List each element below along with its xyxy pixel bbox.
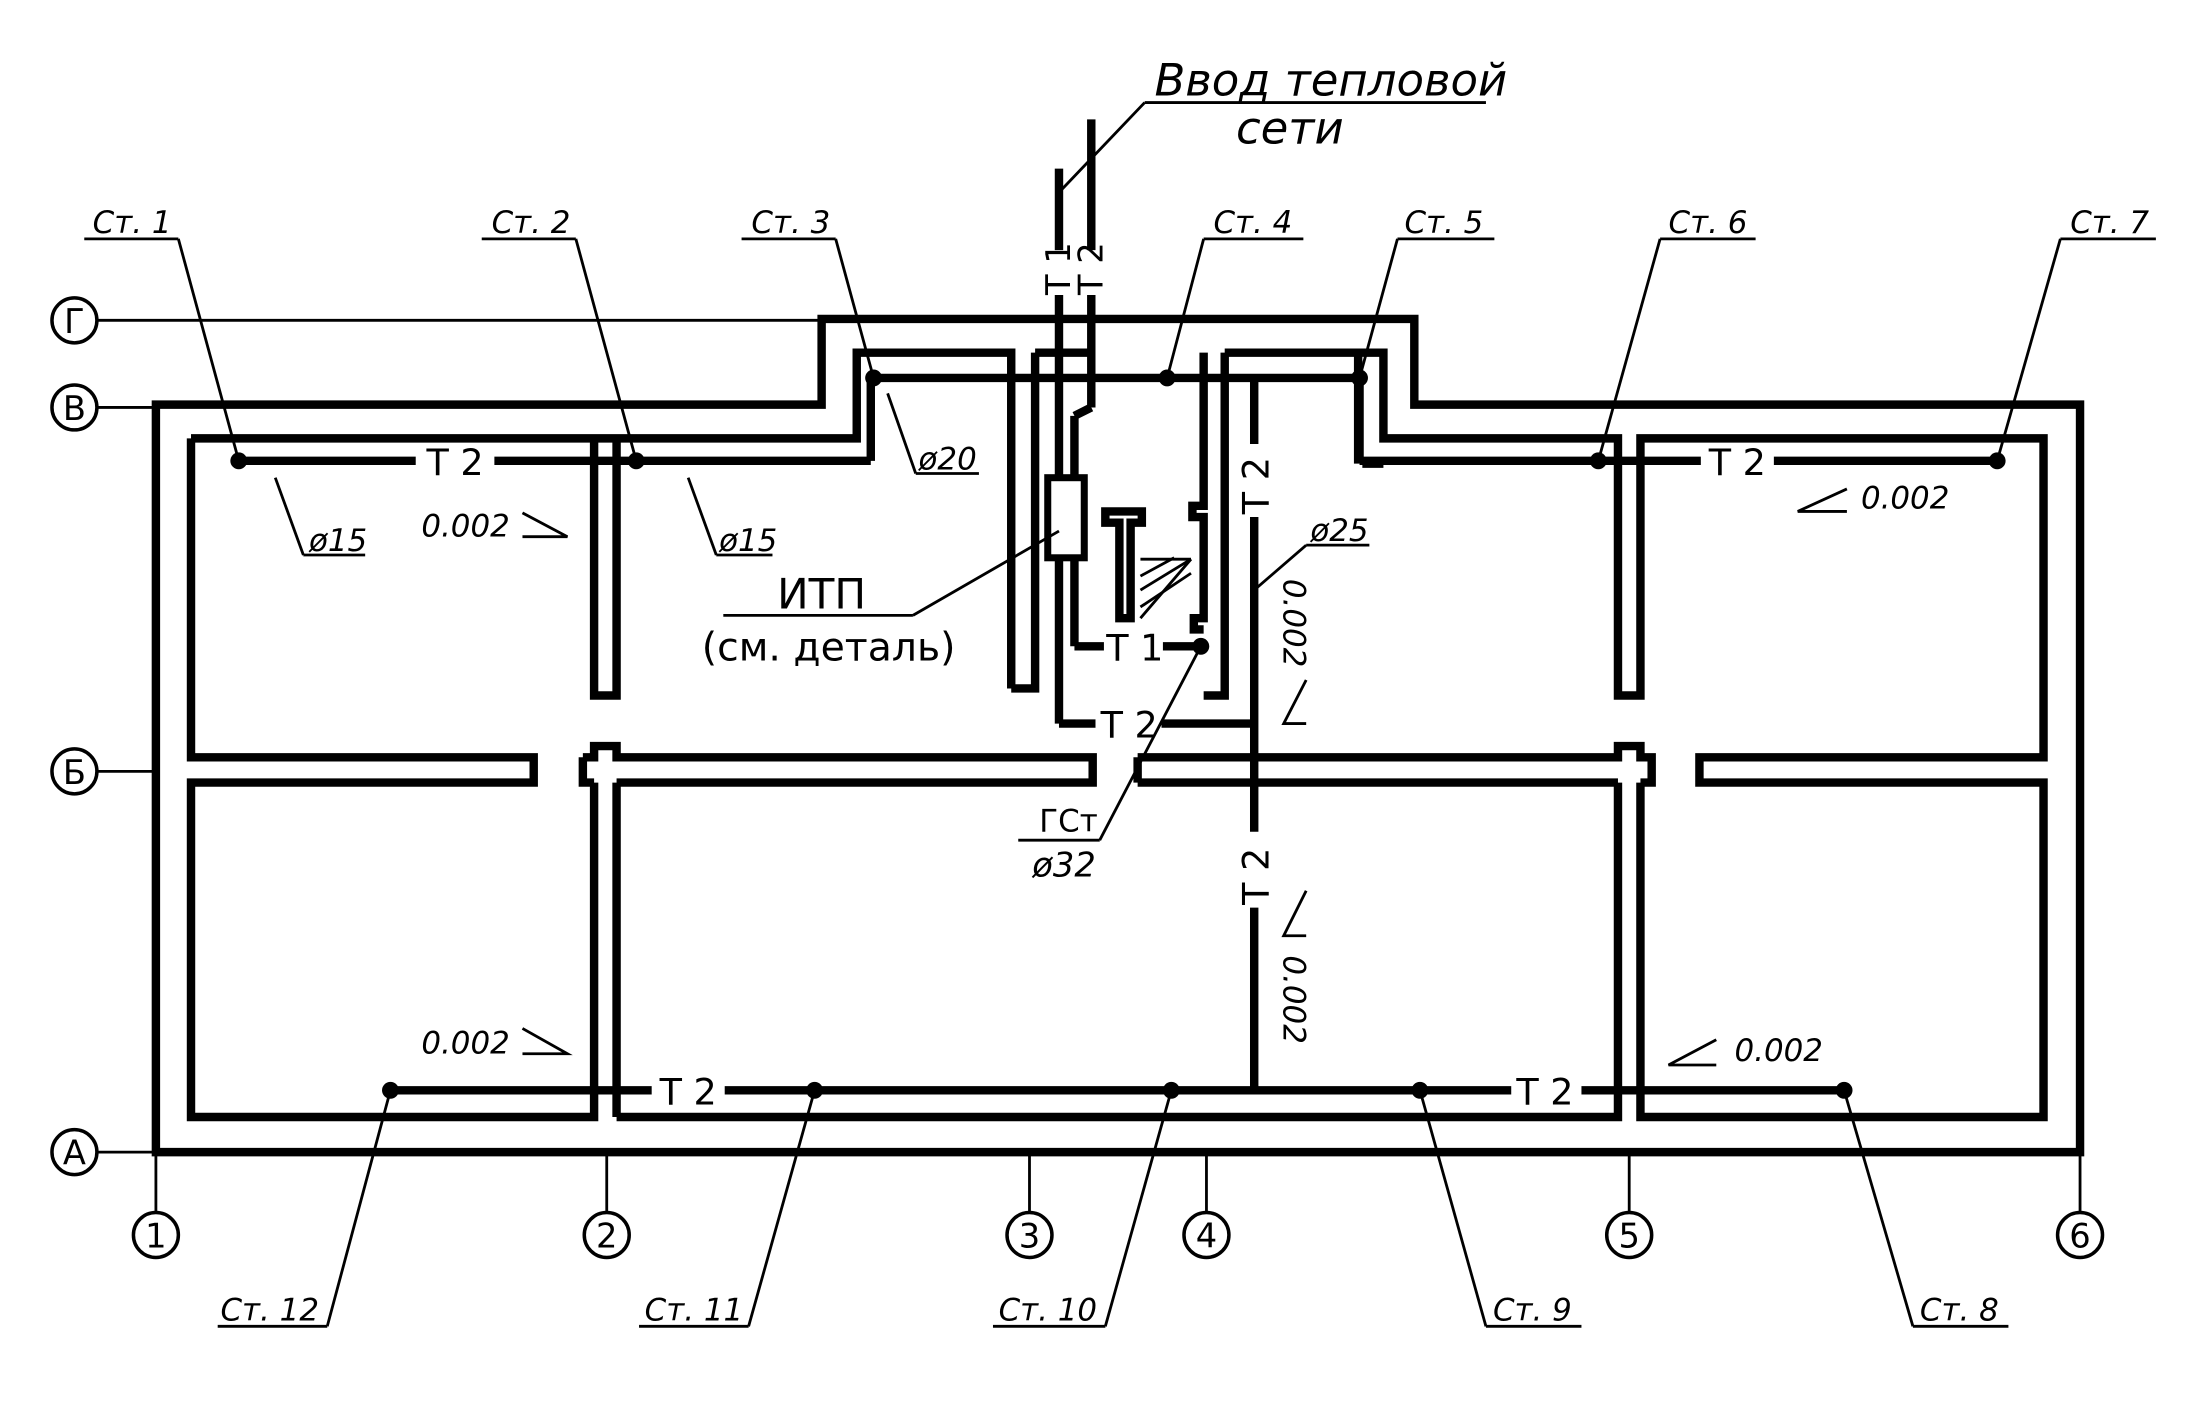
- svg-text:1: 1: [145, 1217, 166, 1256]
- svg-text:Б: Б: [63, 753, 86, 792]
- svg-text:Ст. 4: Ст. 4: [1213, 205, 1292, 241]
- riser-label-3: Ст. 3: [741, 205, 875, 379]
- svg-text:Ст. 5: Ст. 5: [1404, 205, 1483, 241]
- diameter-labels: ø15 ø15 ø20 ø25: [273, 392, 1370, 592]
- svg-text:0.002: 0.002: [1735, 1033, 1823, 1069]
- axis-bubble-V: В: [50, 383, 99, 432]
- axis-bubble-6: 6: [2055, 1210, 2105, 1260]
- svg-text:Т 2: Т 2: [1234, 457, 1277, 515]
- svg-text:Т 2: Т 2: [1072, 242, 1111, 296]
- svg-text:Т 2: Т 2: [1100, 704, 1158, 747]
- axis-bubble-A: А: [50, 1127, 99, 1177]
- svg-text:0.002: 0.002: [421, 509, 509, 545]
- svg-text:ИТП: ИТП: [777, 569, 866, 618]
- svg-text:сети: сети: [1236, 101, 1344, 154]
- svg-text:0.002: 0.002: [1276, 955, 1312, 1043]
- axis-bubble-B: Б: [50, 747, 99, 796]
- svg-text:Ст. 7: Ст. 7: [2070, 205, 2149, 241]
- svg-text:0.002: 0.002: [1276, 579, 1312, 667]
- svg-text:ø32: ø32: [1031, 846, 1096, 885]
- axis-bubble-1: 1: [131, 1210, 181, 1260]
- svg-text:Г: Г: [64, 302, 85, 341]
- svg-text:Ст. 6: Ст. 6: [1669, 205, 1748, 241]
- svg-text:2: 2: [596, 1217, 617, 1256]
- axis-grid: Г В Б А 1 2 3 4: [50, 296, 2105, 1260]
- stair-symbol: [1101, 507, 1193, 623]
- svg-text:Ввод тепловой: Ввод тепловой: [1154, 54, 1507, 107]
- svg-text:Т 2: Т 2: [1515, 1070, 1573, 1113]
- axis-bubble-3: 3: [1005, 1210, 1054, 1260]
- riser-label-7: Ст. 7: [1995, 205, 2156, 462]
- svg-text:0.002: 0.002: [1861, 481, 1949, 517]
- svg-text:Ст. 8: Ст. 8: [1920, 1293, 1999, 1329]
- riser-label-6: Ст. 6: [1596, 205, 1756, 462]
- svg-text:6: 6: [2069, 1217, 2090, 1256]
- svg-text:А: А: [63, 1134, 86, 1173]
- svg-text:Т 1: Т 1: [1105, 626, 1163, 669]
- svg-text:Ст. 10: Ст. 10: [999, 1293, 1097, 1329]
- axis-bubble-5: 5: [1604, 1210, 1654, 1260]
- riser-label-12: Ст. 12: [217, 1089, 392, 1329]
- itp-label: ИТП (см. деталь): [702, 529, 1060, 670]
- riser-label-5: Ст. 5: [1358, 205, 1495, 379]
- axis-bubble-2: 2: [582, 1210, 631, 1260]
- svg-text:Т 2: Т 2: [659, 1070, 717, 1113]
- pipe-labels: Т 1 Т 2 Т 2 Т 2 Т 1 Т 2 Т 2 Т 2 Т 2 Т 2: [425, 242, 1765, 1113]
- slope-marks: 0.002 0.002 0.002 0.002 0.002 0.002: [421, 481, 1949, 1069]
- svg-text:Ст. 1: Ст. 1: [93, 205, 172, 241]
- svg-text:4: 4: [1196, 1217, 1217, 1256]
- svg-text:ø15: ø15: [718, 523, 777, 559]
- svg-text:(см. деталь): (см. деталь): [702, 624, 956, 670]
- svg-text:ø15: ø15: [308, 523, 367, 559]
- riser-label-1: Ст. 1: [84, 205, 241, 462]
- svg-text:3: 3: [1019, 1217, 1040, 1256]
- svg-text:ø20: ø20: [918, 441, 977, 477]
- svg-text:Ст. 9: Ст. 9: [1493, 1293, 1572, 1329]
- riser-label-11: Ст. 11: [639, 1089, 816, 1329]
- svg-text:Ст. 12: Ст. 12: [221, 1293, 319, 1329]
- network-entry-label: Ввод тепловой сети: [1056, 54, 1507, 195]
- svg-text:0.002: 0.002: [421, 1026, 509, 1062]
- svg-text:Ст. 3: Ст. 3: [751, 205, 830, 241]
- riser-labels: Ст. 1 Ст. 2 Ст. 3 Ст. 4 Ст. 5 Ст. 6: [84, 205, 2156, 1329]
- svg-text:Ст. 2: Ст. 2: [492, 205, 571, 241]
- axis-bubble-G: Г: [50, 296, 99, 345]
- svg-text:Т 1: Т 1: [1039, 242, 1078, 296]
- svg-text:Ст. 11: Ст. 11: [645, 1293, 743, 1329]
- svg-text:Т 2: Т 2: [1708, 441, 1766, 484]
- main-riser-label: ГСт ø32: [1018, 645, 1203, 885]
- riser-label-8: Ст. 8: [1842, 1089, 2009, 1329]
- svg-text:ø25: ø25: [1309, 513, 1368, 549]
- riser-label-2: Ст. 2: [481, 205, 638, 462]
- svg-text:5: 5: [1618, 1217, 1639, 1256]
- axis-bubble-4: 4: [1182, 1210, 1231, 1260]
- svg-text:Т 2: Т 2: [425, 441, 483, 484]
- svg-text:Т 2: Т 2: [1234, 848, 1277, 906]
- svg-text:ГСт: ГСт: [1039, 804, 1097, 840]
- riser-label-10: Ст. 10: [992, 1089, 1173, 1329]
- riser-label-4: Ст. 4: [1165, 205, 1304, 379]
- riser-label-9: Ст. 9: [1418, 1089, 1582, 1329]
- svg-text:В: В: [63, 389, 86, 428]
